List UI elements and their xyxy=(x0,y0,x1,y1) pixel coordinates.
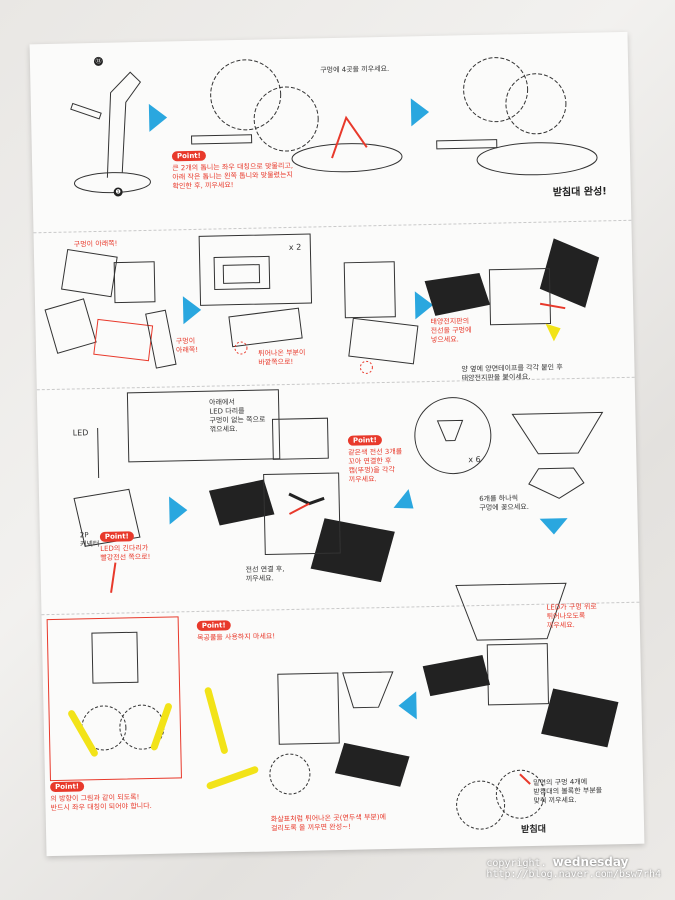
solar-panel-diagram xyxy=(419,232,622,376)
watermark: copyright. wednesday http://blog.naver.c… xyxy=(486,855,661,880)
wire-done-text: 전선 연결 후, 끼우세요. xyxy=(246,565,285,584)
final-text: 화살표처럼 튀어나온 곳(연두색 부분)에 걸리도록 을 끼우면 완성~! xyxy=(271,813,387,833)
point-badge: Point! xyxy=(348,435,382,446)
point-text: 목공풀을 사용하지 마세요! xyxy=(197,632,275,643)
base-holes-text: 밑면의 구멍 4개에 받침대의 볼록한 부분을 맞춰 끼우세요. xyxy=(533,778,602,806)
point-badge: Point! xyxy=(100,531,134,542)
point-text: 큰 2개의 톱니는 좌우 대칭으로 맞물리고, 아래 작은 톱니는 왼쪽 톱니와… xyxy=(172,162,293,192)
six-pieces-text: 6개를 하나씩 구멍에 꽂으세요. xyxy=(479,494,529,513)
solar-wire-text: 태양전지판의 전선을 구멍에 넣으세요. xyxy=(430,317,471,345)
part-number: ⑬ xyxy=(94,57,103,66)
base-label: 받침대 xyxy=(521,822,546,836)
part-circle-diagram xyxy=(412,395,494,477)
point-badge: Point! xyxy=(197,620,231,631)
fold-line xyxy=(34,220,632,234)
arrow-icon xyxy=(540,518,568,535)
arrow-icon xyxy=(411,98,430,126)
watermark-author: wednesday xyxy=(553,855,629,869)
arrow-icon xyxy=(169,496,188,524)
watermark-copyright: copyright. xyxy=(486,858,546,869)
quantity-label: x 6 xyxy=(468,455,481,464)
tape-instruction: 양 옆에 양면테이프를 각각 붙인 후 태양전지판을 붙이세요. xyxy=(461,363,563,383)
linkage-assembly-diagram xyxy=(177,631,451,827)
frame-part-diagram xyxy=(209,244,300,306)
instruction-text: 구멍에 4곳을 끼우세요. xyxy=(320,65,389,75)
led-hole-text: LED가 구멍 위로 튀어나오도록 끼우세요. xyxy=(546,603,597,631)
point-text: 같은색 전선 3개를 꼬아 연결한 후 캡(뚜껑)을 각각 끼우세요. xyxy=(348,448,403,485)
point-text: LED의 긴다리가 빨강전선 쪽으로! xyxy=(100,544,150,563)
arrow-icon xyxy=(398,691,417,719)
arrow-icon xyxy=(149,103,168,131)
arrow-icon xyxy=(183,296,202,324)
instruction-sheet: ⑬ ❶ 구멍에 4곳을 끼우세요. Point! 큰 2개의 톱니는 좌우 대칭… xyxy=(30,32,645,856)
watermark-url: http://blog.naver.com/bsw7rh4 xyxy=(486,869,661,880)
gear-detail-diagram xyxy=(52,626,180,774)
point-badge: Point! xyxy=(172,151,206,162)
stand-complete-label: 받침대 완성! xyxy=(553,182,607,198)
stand-parts-diagram xyxy=(50,52,163,204)
finished-stand-diagram xyxy=(435,42,618,196)
hole-down-label: 구멍이 아래쪽! xyxy=(176,337,199,355)
point-badge: Point! xyxy=(50,781,84,792)
dish-parts-diagram xyxy=(502,402,614,504)
point-text: 의 방향이 그림과 같이 되도록! 반드시 좌우 대칭이 되어야 합니다. xyxy=(50,793,152,813)
box-parts-diagram xyxy=(44,231,187,384)
connector-label: 2P 커넥터 xyxy=(80,531,100,549)
hole-down-label: 구멍이 아래쪽! xyxy=(74,240,118,250)
quantity-label: x 2 xyxy=(289,243,302,252)
wiring-diagram xyxy=(202,401,416,595)
protrude-label: 튀어나온 부분이 바깥쪽으로! xyxy=(258,349,306,368)
